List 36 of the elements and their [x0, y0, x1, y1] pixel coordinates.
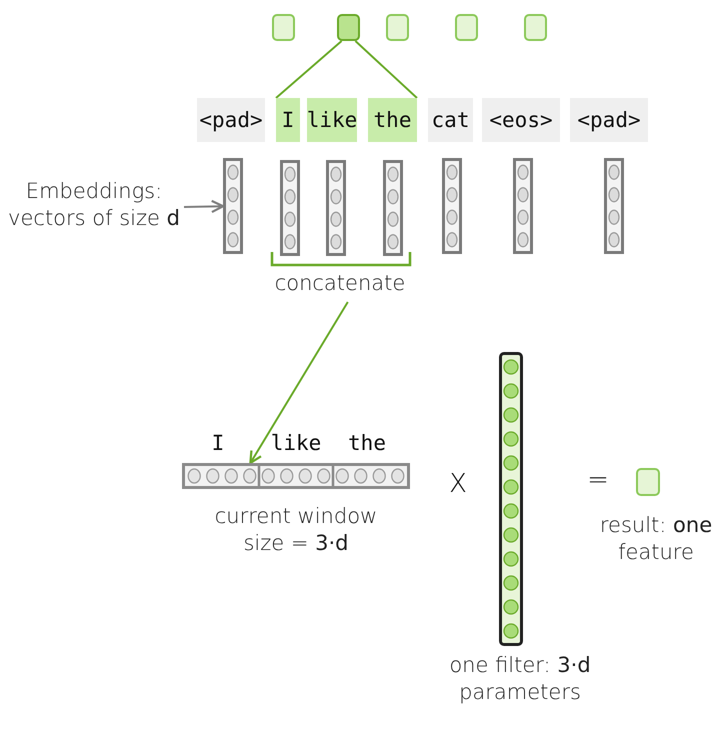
- token-label: cat: [428, 98, 473, 142]
- feature-square: [524, 14, 547, 41]
- embedding-vector: [442, 158, 462, 254]
- embedding-vector: [604, 158, 624, 254]
- connector-line: [354, 40, 418, 99]
- highlighted-feature-square: [337, 14, 360, 41]
- embedding-vector: [326, 160, 346, 256]
- arrow: [249, 301, 349, 464]
- filter-vector: [499, 352, 523, 646]
- token-label: I: [276, 98, 300, 142]
- token-label: <pad>: [197, 98, 265, 142]
- feature-square: [455, 14, 478, 41]
- window-vector: [182, 463, 410, 489]
- arrow: [184, 200, 224, 214]
- node-label: result: one feature: [598, 512, 714, 566]
- connector-line: [275, 40, 342, 99]
- node-label: current window size = 3·d: [214, 503, 378, 558]
- embedding-vector: [513, 158, 533, 254]
- feature-square: [636, 468, 660, 496]
- word-label: I: [210, 430, 226, 457]
- embedding-vector: [280, 160, 300, 256]
- word-label: the: [347, 430, 387, 457]
- embedding-vector: [383, 160, 403, 256]
- token-label: the: [368, 98, 417, 142]
- feature-square: [272, 14, 295, 41]
- feature-square: [386, 14, 409, 41]
- token-label: <eos>: [482, 98, 560, 142]
- token-label: like: [307, 98, 357, 142]
- embedding-vector: [223, 158, 243, 254]
- operator-sign: =: [586, 464, 610, 497]
- token-label: <pad>: [570, 98, 648, 142]
- operator-sign: X: [448, 468, 468, 501]
- word-label: like: [270, 430, 322, 457]
- concatenate-caption: concatenate: [262, 270, 418, 302]
- embeddings-caption: Embeddings: vectors of size d: [4, 172, 184, 246]
- node-label: one filter: 3·d parameters: [448, 652, 592, 706]
